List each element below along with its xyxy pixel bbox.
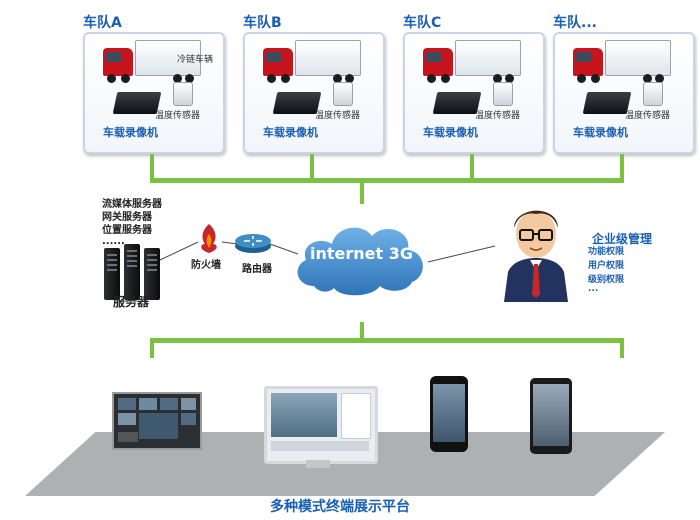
manager-avatar-icon	[504, 210, 568, 302]
cloud-label: internet 3G	[310, 244, 413, 263]
fleet-b-title: 车队B	[243, 15, 282, 31]
desktop-monitor-icon	[264, 386, 378, 464]
temperature-sensor-icon	[493, 82, 513, 106]
service-more-label: ......	[102, 236, 125, 247]
fleet-b-box: 温度传感器 车载录像机	[243, 32, 385, 154]
platform-caption: 多种模式终端展示平台	[270, 499, 410, 515]
firewall-label: 防火墙	[191, 260, 221, 271]
fleet-more-box: 温度传感器 车载录像机	[553, 32, 695, 154]
fleet-c-title: 车队C	[403, 15, 442, 31]
firewall-icon	[201, 224, 217, 253]
fleet-a-title: 车队A	[83, 15, 122, 31]
sensor-label: 温度传感器	[315, 111, 361, 121]
truck-icon	[423, 40, 521, 84]
server-rack-icon	[104, 244, 164, 300]
service-gateway-label: 网关服务器	[102, 212, 152, 223]
router-icon	[235, 234, 271, 253]
temperature-sensor-icon	[173, 82, 193, 106]
management-item-level: 级别权限	[588, 275, 625, 285]
sensor-label: 温度传感器	[155, 111, 201, 121]
router-label: 路由器	[242, 264, 272, 275]
fleet-c-box: 温度传感器 车载录像机	[403, 32, 545, 154]
truck-icon	[573, 40, 671, 84]
dvr-label: 车载录像机	[103, 126, 158, 139]
management-item-more: ...	[588, 284, 599, 294]
sensor-label: 温度传感器	[475, 111, 521, 121]
service-streaming-label: 流媒体服务器	[102, 199, 162, 210]
fleet-a-box: 冷链车辆 温度传感器 车载录像机	[83, 32, 225, 154]
cloud-icon	[297, 227, 423, 296]
management-item-function: 功能权限	[588, 247, 625, 257]
temperature-sensor-icon	[333, 82, 353, 106]
service-location-label: 位置服务器	[102, 225, 152, 236]
phone-icon	[430, 376, 468, 452]
temperature-sensor-icon	[643, 82, 663, 106]
server-label: 服务器	[113, 295, 150, 309]
truck-label: 冷链车辆	[177, 55, 214, 65]
management-item-user: 用户权限	[588, 261, 625, 271]
android-phone-icon	[530, 378, 572, 454]
truck-icon	[103, 40, 201, 84]
dvr-label: 车载录像机	[263, 126, 318, 139]
sensor-label: 温度传感器	[625, 111, 671, 121]
dvr-label: 车载录像机	[573, 126, 628, 139]
dvr-label: 车载录像机	[423, 126, 478, 139]
monitor-stand	[306, 460, 330, 468]
video-wall-icon	[112, 392, 202, 450]
truck-icon	[263, 40, 361, 84]
fleet-more-title: 车队...	[553, 15, 597, 31]
management-title: 企业级管理	[592, 232, 653, 246]
